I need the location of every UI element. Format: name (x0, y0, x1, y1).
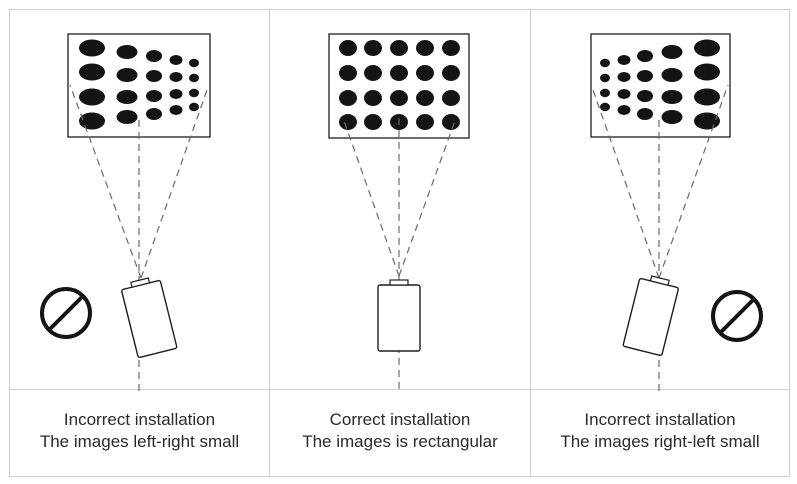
panel-divider-2 (530, 9, 531, 477)
projector-icon-center (377, 279, 421, 352)
caption-right-line2: The images right-left small (560, 432, 760, 451)
panel-divider-1 (269, 9, 270, 477)
projection-beams-right (592, 84, 729, 392)
projector-icon-right (622, 275, 679, 357)
caption-right-line1: Incorrect installation (584, 410, 736, 429)
projection-beams-left (69, 84, 208, 392)
dot-pattern-right (600, 39, 720, 130)
projector-icon (121, 277, 178, 359)
panel-center-illustration (328, 33, 470, 392)
caption-center-line2: The images is rectangular (302, 432, 498, 451)
caption-left-line1: Incorrect installation (63, 410, 216, 429)
caption-center-line1: Correct installation (329, 410, 471, 429)
caption-divider (9, 389, 790, 390)
prohibited-icon-right (711, 290, 763, 342)
caption-left-line2: The images left-right small (39, 432, 240, 451)
caption-right: Incorrect installation The images right-… (531, 409, 789, 453)
caption-center: Correct installation The images is recta… (270, 409, 530, 453)
caption-left: Incorrect installation The images left-r… (10, 409, 269, 453)
panel-right-illustration (590, 33, 763, 392)
dot-pattern-left (79, 39, 199, 130)
diagram-frame (9, 9, 790, 477)
panel-left-illustration (40, 33, 211, 392)
dot-pattern-center (339, 40, 460, 130)
prohibited-icon (40, 287, 92, 339)
